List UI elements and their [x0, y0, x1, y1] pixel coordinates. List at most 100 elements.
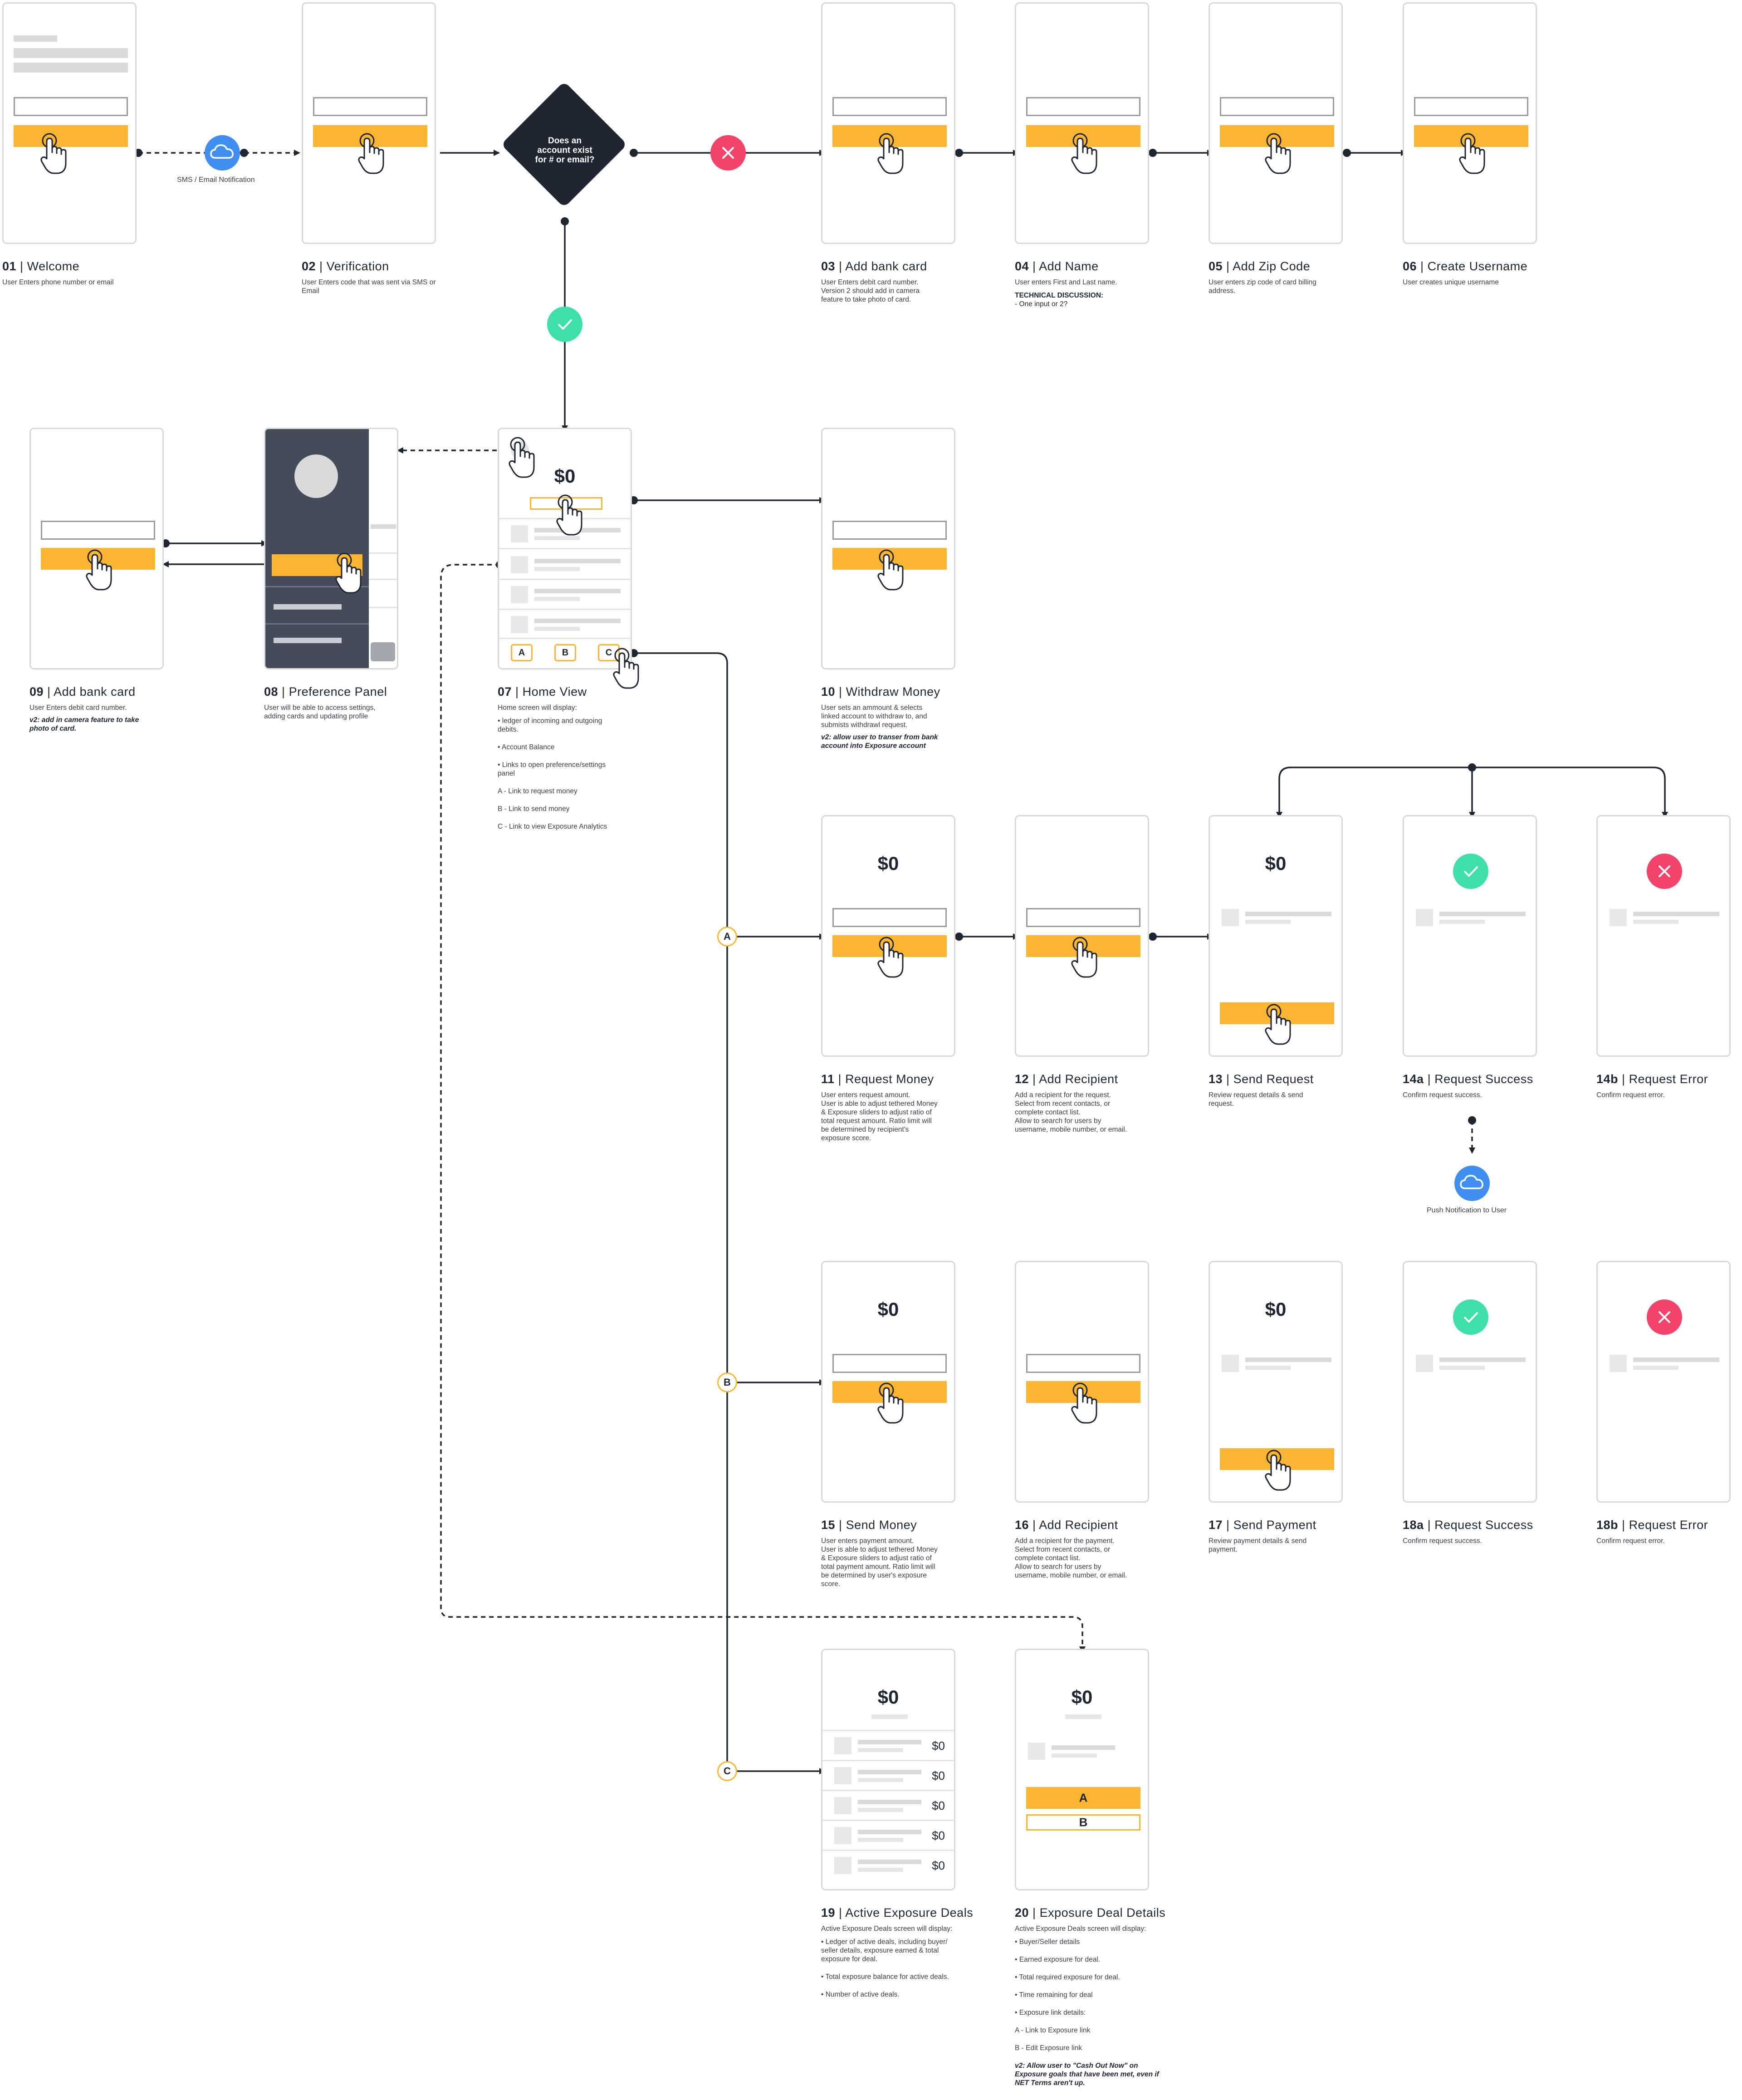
deal-line [858, 1860, 921, 1864]
hand-pointer-icon [877, 935, 904, 981]
screen-14a-request-success [1403, 815, 1537, 1057]
hand-pointer-icon [877, 132, 904, 177]
check-icon [558, 319, 572, 330]
caption-title: 01 | Welcome [2, 259, 80, 273]
recipient-search-input[interactable] [1026, 908, 1140, 927]
caption-16: 16 | Add Recipient Add a recipient for t… [1015, 1518, 1160, 1580]
deal-line [858, 1740, 921, 1744]
screen-09-add-bank-card [29, 428, 164, 669]
recipient-line [1245, 920, 1291, 924]
hand-pointer-icon [357, 132, 385, 177]
recipient-line [1245, 1358, 1331, 1362]
screen-03-add-bank-card [821, 2, 955, 244]
bullet-item: • Time remaining for deal [1015, 1991, 1093, 1999]
step-number: 13 [1209, 1072, 1223, 1086]
branch-c-node: C [717, 1761, 737, 1781]
step-title: Request Money [845, 1072, 934, 1086]
bullet-item: B - Link to send money [498, 805, 570, 813]
request-amount-input[interactable] [832, 908, 947, 927]
recipient-avatar [1416, 1355, 1433, 1372]
caption-06: 06 | Create Username User creates unique… [1403, 259, 1539, 287]
tab-request-money[interactable]: A [511, 644, 533, 661]
buyer-line [1052, 1753, 1097, 1758]
bullet-item: • Number of active deals. [821, 1991, 900, 1998]
zip-code-input[interactable] [1220, 97, 1334, 116]
buyer-line [1052, 1745, 1115, 1750]
bullet-item: • Account Balance [498, 743, 555, 751]
recipient-line [1439, 1358, 1526, 1362]
ledger-divider [499, 638, 631, 639]
step-description: User will be able to access settings, ad… [264, 704, 376, 720]
recipient-avatar [1222, 909, 1239, 926]
screen-18a-request-success [1403, 1261, 1537, 1503]
payment-amount-input[interactable] [832, 1354, 947, 1373]
push-notification-label: Push Notification to User [1427, 1206, 1507, 1214]
hand-pointer-icon [877, 1381, 904, 1426]
menu-item-settings[interactable] [274, 604, 342, 610]
recipient-line [1633, 912, 1719, 916]
card-number-input[interactable] [832, 97, 947, 116]
deal-amount: $0 [932, 1769, 945, 1783]
hand-pointer-icon [1458, 132, 1486, 177]
continue-button[interactable] [14, 125, 128, 147]
step-number: 07 [498, 685, 512, 698]
push-notification-node [1454, 1166, 1490, 1201]
step-number: 10 [821, 685, 836, 698]
step-note: v2: allow user to transer from bank acco… [821, 733, 938, 750]
deal-amount: $0 [932, 1799, 945, 1812]
ledger-thumb [511, 556, 528, 573]
caption-20: 20 | Exposure Deal Details Active Exposu… [1015, 1906, 1178, 2087]
username-input[interactable] [1414, 97, 1528, 116]
ledger-divider [822, 1850, 954, 1851]
close-icon [1659, 1311, 1670, 1323]
deal-line [858, 1800, 921, 1804]
bullet-item: • Ledger of active deals, including buye… [821, 1938, 948, 1963]
step-number: 09 [29, 685, 44, 698]
step-number: 18a [1403, 1518, 1424, 1532]
tab-send-money[interactable]: B [554, 644, 576, 661]
exposure-link-button[interactable]: A [1026, 1787, 1140, 1809]
caption-title: 18a | Request Success [1403, 1518, 1533, 1532]
no-account-node [710, 135, 746, 171]
caption-19: 19 | Active Exposure Deals Active Exposu… [821, 1906, 975, 2008]
recipient-avatar [1610, 1355, 1627, 1372]
caption-08: 08 | Preference Panel User will be able … [264, 685, 409, 721]
phone-email-input[interactable] [14, 97, 128, 116]
code-input[interactable] [313, 97, 427, 116]
card-number-input[interactable] [41, 521, 155, 540]
step-number: 20 [1015, 1906, 1029, 1919]
screen-14b-request-error [1596, 815, 1731, 1057]
avatar[interactable] [294, 454, 338, 498]
menu-item-profile[interactable] [274, 638, 342, 643]
step-number: 08 [264, 685, 279, 698]
heading-placeholder [14, 48, 128, 58]
screen-04-add-name [1015, 2, 1149, 244]
caption-17: 17 | Send Payment Review payment details… [1209, 1518, 1354, 1554]
ledger-line [534, 567, 580, 571]
name-input[interactable] [1026, 97, 1140, 116]
deal-earned-amount: $0 [1071, 1686, 1093, 1708]
account-exists-node [547, 307, 582, 342]
recipient-avatar [1416, 909, 1433, 926]
caption-title: 04 | Add Name [1015, 259, 1099, 273]
ledger-thumb [511, 586, 528, 603]
error-badge [1647, 854, 1682, 889]
step-description: User creates unique username [1403, 278, 1499, 286]
caption-title: 15 | Send Money [821, 1518, 917, 1532]
step-number: 14b [1596, 1072, 1619, 1086]
ledger-thumb [511, 616, 528, 633]
deal-line [858, 1830, 921, 1834]
technical-label: TECHNICAL DISCUSSION: [1015, 292, 1104, 299]
branch-a-node: A [717, 927, 737, 947]
caption-12: 12 | Add Recipient Add a recipient for t… [1015, 1072, 1160, 1134]
amount-input[interactable] [832, 521, 947, 540]
bullet-item: • Total required exposure for deal. [1015, 1973, 1120, 1981]
caption-09: 09 | Add bank card User Enters debit car… [29, 685, 166, 733]
edit-exposure-link-button[interactable]: B [1026, 1814, 1140, 1831]
bullet-item: • ledger of incoming and outgoing debits… [498, 717, 602, 733]
caption-14a: 14a | Request Success Confirm request su… [1403, 1072, 1548, 1099]
caption-title: 06 | Create Username [1403, 259, 1528, 273]
hand-pointer-icon [1264, 1448, 1292, 1494]
recipient-search-input[interactable] [1026, 1354, 1140, 1373]
